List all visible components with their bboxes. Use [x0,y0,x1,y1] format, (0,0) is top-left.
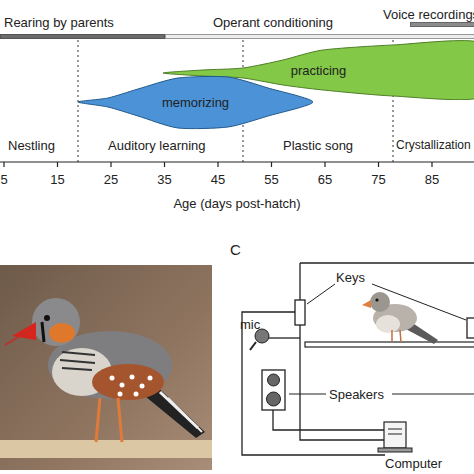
tick-label: 55 [264,173,278,186]
leader-line [289,284,474,394]
cage-finch [375,298,378,301]
finch-photo [60,352,95,370]
phase-divider [78,40,79,162]
finch-photo [118,392,123,397]
axis-title: Age (days post-hatch) [173,197,300,210]
finch-photo [120,383,125,388]
age-axis [0,162,474,167]
speaker-symbol [268,374,280,386]
phase-label: practicing [291,64,347,77]
microphone-symbol [250,342,256,350]
age-axis [3,162,4,167]
period-label: Operant conditioning [213,16,333,29]
part-label: mic [240,318,260,331]
phase-name: Nestling [8,139,55,152]
finch-photo [0,440,212,458]
phase-text-box: memorizing [78,74,313,130]
period-bar-fill [165,34,474,39]
panel-letter: C [230,242,241,257]
leader-line [307,284,335,304]
microphone-symbol [250,329,269,350]
speaker-symbol [262,370,285,410]
cage-finch [362,300,371,308]
computer-symbol [372,420,452,454]
tick-label: 45 [211,173,225,186]
tick-label: 25 [104,173,118,186]
period-bar: Voice recordings [381,2,474,32]
phase-name: Auditory learning [108,139,206,152]
finch-photo [140,384,145,389]
perch [305,342,474,347]
computer-symbol [384,422,406,448]
part-label: Speakers [329,388,384,401]
phase-name: Plastic song [283,139,353,152]
finch-photo [44,315,50,321]
phase-label: memorizing [162,96,229,109]
period-bar: Rearing by parents [0,8,165,40]
cage-finch [362,292,438,344]
finch-photo [148,376,153,381]
finch-photo [134,392,139,397]
cage-finch [370,292,390,312]
finch-photo [92,364,164,400]
leader-line [289,394,326,395]
finch-photo [130,375,135,380]
age-axis [431,162,432,167]
phase-name: Crystallization [396,139,471,151]
speaker-symbol [267,392,281,406]
tick-label: 15 [50,173,64,186]
setup-wire [268,337,300,338]
period-bar-fill [0,34,165,39]
phase-outline [78,76,313,128]
setup-wire [300,262,474,263]
finch-photo [0,265,212,470]
response-key [295,300,305,325]
period-label: Rearing by parents [4,16,114,29]
finch-photo [32,298,80,346]
phase-shape: memorizing [78,74,313,130]
perch [305,342,474,347]
computer-box: Computer [372,420,452,470]
cage-finch [376,315,400,333]
finch-photo [5,330,30,345]
age-axis [217,162,218,167]
computer-symbol [388,434,402,435]
leader-line [392,394,474,395]
microphone-symbol [255,329,269,343]
age-axis [324,162,325,167]
age-axis [378,162,379,167]
device-label: Computer [385,457,442,470]
finch-photo [96,398,122,442]
period-label: Voice recordings [383,8,474,21]
part-label: Keys [336,271,365,284]
setup-wire [273,410,388,430]
age-axis [271,162,272,167]
finch-photo [0,265,212,470]
tick-label: 35 [157,173,171,186]
response-key [467,318,474,338]
finch-photo [168,398,202,432]
tick-label: 65 [318,173,332,186]
cage-finch [392,330,401,342]
computer-symbol [378,448,412,452]
period-bar-fill [410,22,474,27]
tick-label: 85 [425,173,439,186]
setup-wire [242,312,385,455]
age-axis [164,162,165,167]
computer-symbol [388,429,402,430]
age-axis [57,162,58,167]
finch-photo [12,322,36,340]
setup-wire [299,263,300,300]
finch-photo [49,323,75,343]
finch-photo [42,322,44,342]
age-axis [0,161,474,162]
speaker-symbol [262,370,285,410]
finch-photo [110,376,115,381]
age-axis [110,162,111,167]
setup-wire [242,263,474,455]
tick-label: 5 [0,173,7,186]
tick-label: 75 [371,173,385,186]
